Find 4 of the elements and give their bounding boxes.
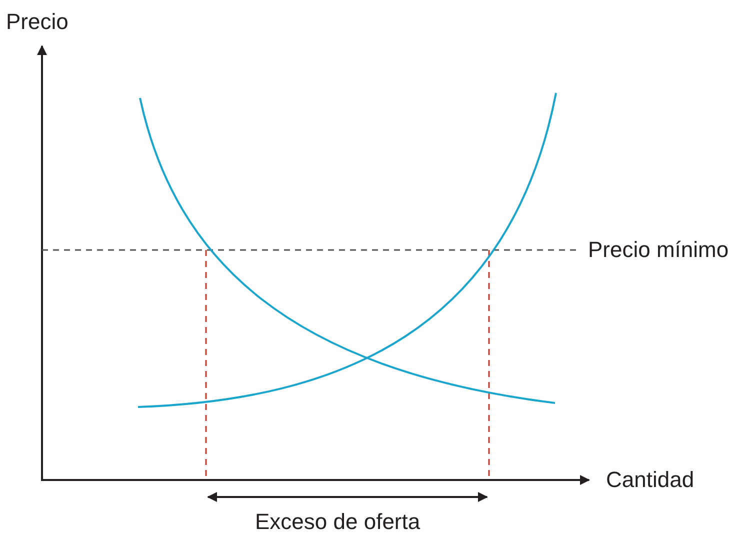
price-floor-label: Precio mínimo [588,237,729,263]
axis-title: Cantidad [606,467,694,493]
surplus-label: Exceso de oferta [255,509,420,535]
axis-title: Precio [6,9,68,35]
